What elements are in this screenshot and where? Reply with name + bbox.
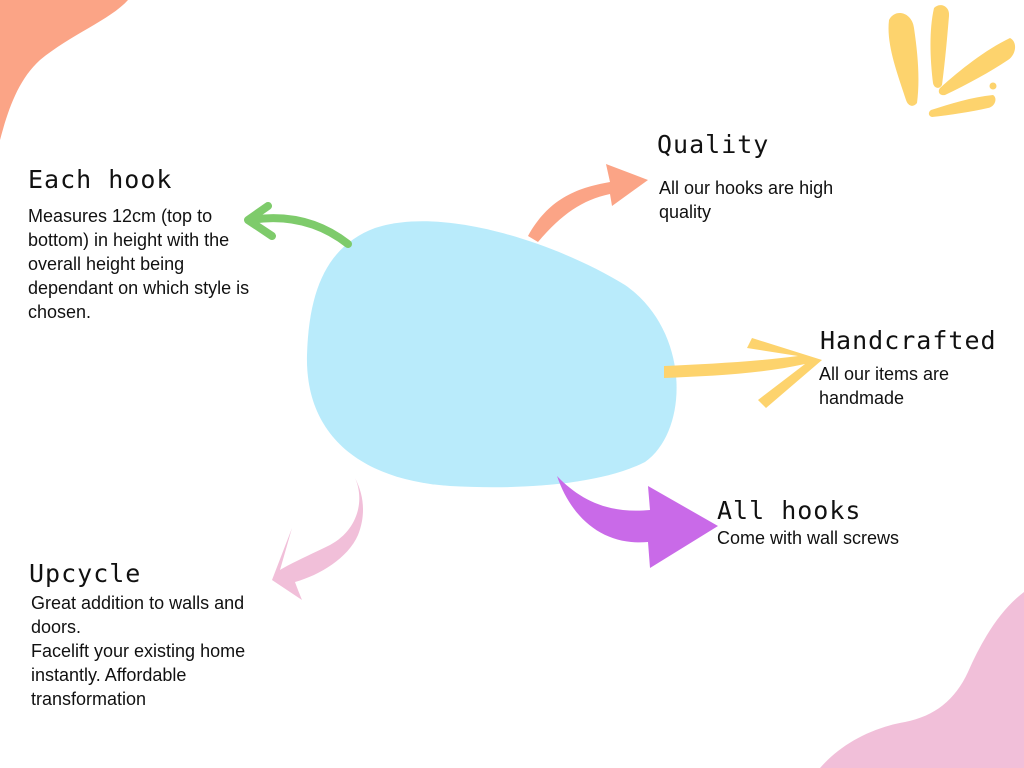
bottom-right-decor-blob [820, 592, 1024, 768]
quality-title: Quality [657, 130, 770, 159]
arrow-to-upcycle [272, 478, 364, 600]
each-hook-description: Measures 12cm (top to bottom) in height … [28, 206, 250, 322]
handcrafted-title: Handcrafted [820, 326, 997, 355]
upcycle-title: Upcycle [29, 559, 142, 588]
top-right-splash-decor [888, 5, 1016, 117]
upcycle-description: Great addition to walls and doors. Facel… [31, 593, 246, 709]
arrow-to-each-hook [244, 202, 352, 248]
all-hooks-description: Come with wall screws [717, 528, 900, 548]
quality-description: All our hooks are high quality [659, 178, 834, 222]
all-hooks-title: All hooks [717, 496, 862, 525]
top-left-decor-blob [0, 0, 128, 140]
arrow-to-quality [528, 164, 648, 242]
arrow-to-handcrafted [664, 338, 822, 408]
arrow-to-all-hooks [557, 476, 718, 568]
center-blob [306, 221, 677, 488]
handcrafted-description: All our items are handmade [819, 364, 950, 408]
each-hook-title: Each hook [28, 165, 173, 194]
